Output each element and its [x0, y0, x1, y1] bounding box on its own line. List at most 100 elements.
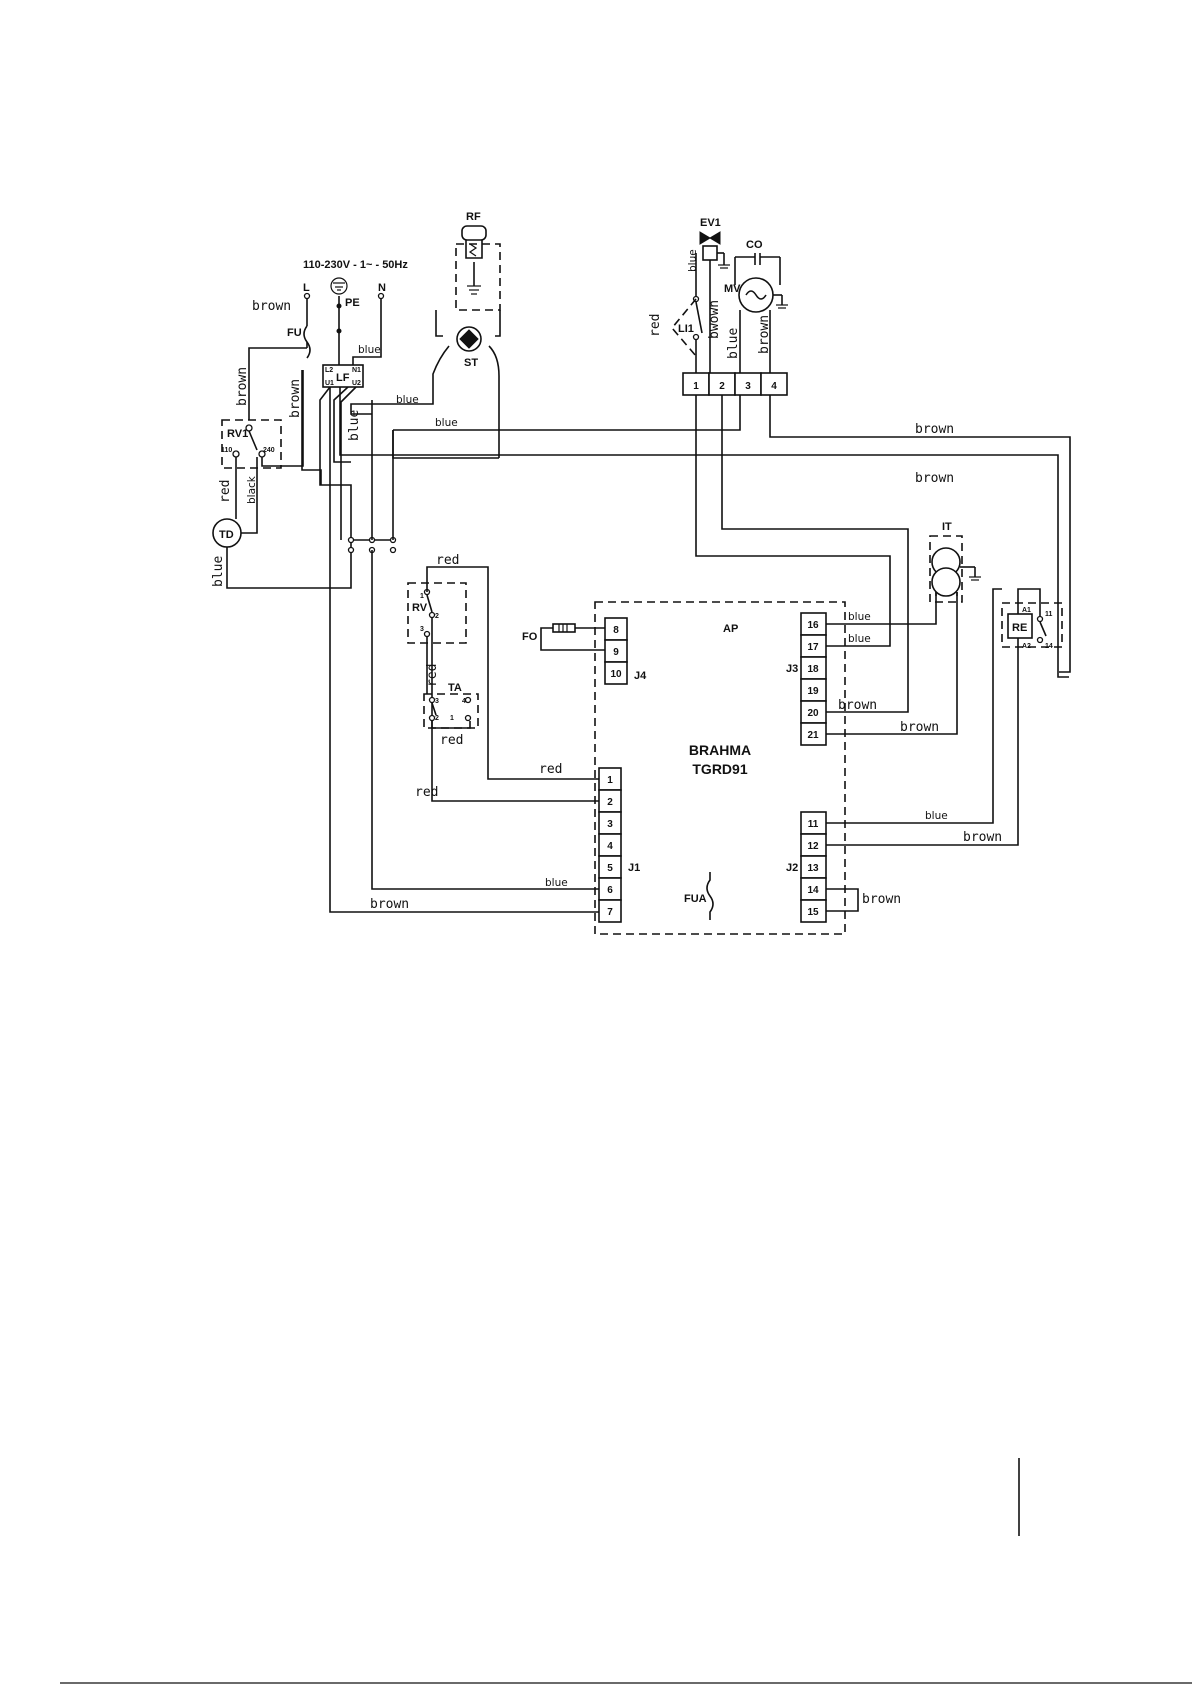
- wire-label-blue-j3-17: blue: [848, 633, 871, 645]
- wire-j3-16-it: [826, 592, 937, 625]
- wire-label-brown-lf: brown: [915, 471, 954, 486]
- wire-t1-j3-17: [695, 395, 891, 647]
- it-label: IT: [942, 521, 952, 533]
- j3-pin-17: 17: [807, 642, 819, 653]
- wire-label-bwown-li1: bwown: [707, 300, 722, 339]
- j2-pin-14: 14: [807, 885, 819, 896]
- ta-pin-2: 2: [435, 715, 439, 722]
- td-label: TD: [219, 529, 234, 541]
- line-filter: [322, 364, 364, 388]
- j1-label: J1: [628, 862, 640, 874]
- mv-label: MV: [724, 283, 741, 295]
- supply-voltage-label: 110-230V - 1~ - 50Hz: [303, 259, 408, 271]
- board-fua-label: FUA: [684, 893, 707, 905]
- wire-label-brown-rv1b: brown: [288, 379, 303, 418]
- wire-label-brown-j3-21: brown: [900, 720, 939, 735]
- wire-j2-11-re: [826, 588, 1002, 824]
- wire-label-blue-st: blue: [396, 394, 419, 406]
- wire-label-blue-t3: blue: [435, 417, 458, 429]
- wire-brown-t4: [769, 373, 1071, 673]
- ta-thermostat: [423, 693, 479, 729]
- rv-pin-3: 3: [420, 626, 424, 633]
- st-label: ST: [464, 357, 478, 369]
- j4-pin-8: 8: [613, 625, 619, 636]
- re-label: RE: [1012, 622, 1027, 634]
- wire-label-brown-j1-7: brown: [370, 897, 409, 912]
- lf-l2-label: L2: [325, 367, 333, 374]
- wire-label-brown-j2-12: brown: [963, 830, 1002, 845]
- line-wire: [248, 292, 311, 420]
- j1-pin-5: 5: [607, 863, 613, 874]
- j4-label: J4: [634, 670, 647, 682]
- earth-symbol: [330, 277, 348, 295]
- re-a1-label: A1: [1022, 607, 1031, 614]
- j2-label: J2: [786, 862, 798, 874]
- j3-pin-21: 21: [807, 730, 819, 741]
- wire-label-red-j1-2: red: [415, 785, 438, 800]
- ta-pin-1: 1: [450, 715, 454, 722]
- j4-pin-9: 9: [613, 647, 619, 658]
- lf-n1-label: N1: [352, 367, 361, 374]
- j1-pin-3: 3: [607, 819, 613, 830]
- wire-label-brown-mv: brown: [757, 315, 772, 354]
- j2-pin-11: 11: [808, 819, 819, 830]
- ta-pin-3: 3: [435, 698, 439, 705]
- wire-label-red-j1-1: red: [539, 762, 562, 777]
- it-transformer: [929, 535, 981, 603]
- lf-u1-label: U1: [325, 380, 334, 387]
- wire-label-blue-n: blue: [358, 344, 381, 356]
- j2-pin-15: 15: [807, 907, 819, 918]
- wire-label-blue-ev1: blue: [687, 249, 699, 272]
- board-outline: [594, 601, 846, 935]
- terminal-2: 2: [719, 381, 725, 392]
- terminal-block: [682, 372, 788, 396]
- connector-j1: [598, 767, 622, 923]
- j4-pin-10: 10: [610, 669, 622, 680]
- ta-label: TA: [448, 682, 462, 694]
- ev1-valve: [695, 231, 730, 373]
- j3-label: J3: [786, 663, 798, 675]
- board-ap-label: AP: [723, 623, 738, 635]
- wire-j2-14-15: [826, 888, 859, 912]
- wire-label-red-li1: red: [648, 314, 663, 337]
- line-terminal-label: L: [303, 282, 310, 294]
- j1-pin-2: 2: [607, 797, 613, 808]
- wire-label-brown-l: brown: [252, 299, 291, 314]
- connector-j2: [800, 811, 827, 923]
- wire-label-black-td: black: [246, 475, 258, 504]
- wire-label-blue-mv: blue: [726, 328, 741, 359]
- re-11-label: 11: [1045, 611, 1053, 618]
- terminal-3: 3: [745, 381, 751, 392]
- rv-label: RV: [412, 602, 428, 614]
- wire-label-blue-td: blue: [211, 556, 226, 587]
- wire-label-blue-j3-16: blue: [848, 611, 871, 623]
- wire-label-blue-lf: blue: [347, 410, 362, 441]
- rv1-240-label: 240: [263, 447, 275, 454]
- wire-label-brown-t4: brown: [915, 422, 954, 437]
- j3-pin-16: 16: [807, 620, 819, 631]
- ta-pin-4: 4: [462, 698, 466, 705]
- wire-label-blue-j2-11: blue: [925, 810, 948, 822]
- rv1-label: RV1: [227, 428, 248, 440]
- wire-j3-21-it: [826, 592, 958, 735]
- terminal-4: 4: [771, 381, 777, 392]
- wire-label-brown-rv1: brown: [235, 367, 250, 406]
- j3-pin-20: 20: [807, 708, 819, 719]
- td-component: [212, 457, 352, 589]
- rv-pin-2: 2: [435, 613, 439, 620]
- wire-j2-12-re: [826, 638, 1019, 846]
- j1-pin-7: 7: [607, 907, 613, 918]
- mv-motor: [738, 277, 788, 373]
- filter-output-wires: [301, 370, 1069, 678]
- earth-wire: [336, 296, 342, 365]
- wire-label-red-ta: red: [440, 733, 463, 748]
- wire-t2-j3-20: [721, 395, 909, 713]
- rv-pin-1: 1: [420, 593, 424, 600]
- wire-label-red-rv-ta: red: [425, 664, 440, 687]
- wire-label-brown-j3-20: brown: [838, 698, 877, 713]
- wire-label-brown-j2-14: brown: [862, 892, 901, 907]
- co-label: CO: [746, 239, 763, 251]
- j1-pin-6: 6: [607, 885, 613, 896]
- co-capacitor: [734, 253, 781, 285]
